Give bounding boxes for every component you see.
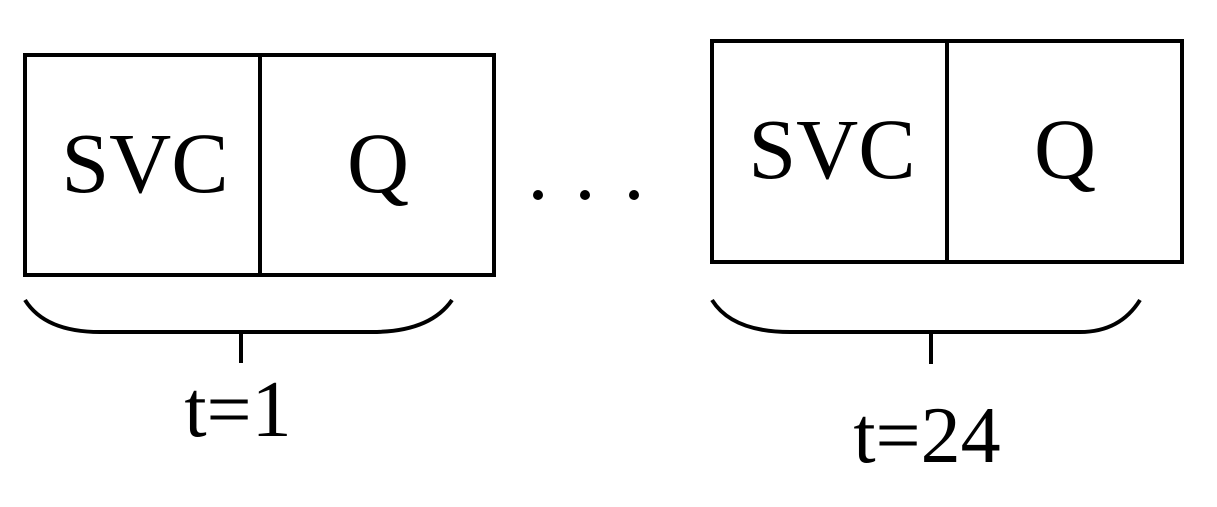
block-1-time-label: t=1 bbox=[184, 366, 291, 454]
block-1-svc-label: SVC bbox=[61, 115, 228, 211]
block-24-svc-label: SVC bbox=[748, 101, 915, 197]
block-24-time-label: t=24 bbox=[853, 392, 1000, 480]
block-1-q-label: Q bbox=[347, 115, 409, 211]
ellipsis-dot-3 bbox=[629, 190, 639, 200]
block-24-q-label: Q bbox=[1034, 101, 1096, 197]
time-block-24: SVC Q t=24 bbox=[710, 39, 1184, 480]
ellipsis-dot-1 bbox=[533, 190, 543, 200]
ellipsis bbox=[533, 190, 639, 200]
block-1-brace bbox=[23, 298, 454, 334]
time-block-1: SVC Q t=1 bbox=[23, 53, 496, 454]
ellipsis-text: · · · bbox=[585, 209, 587, 211]
block-24-brace bbox=[710, 298, 1142, 334]
ellipsis-dot-2 bbox=[580, 190, 590, 200]
